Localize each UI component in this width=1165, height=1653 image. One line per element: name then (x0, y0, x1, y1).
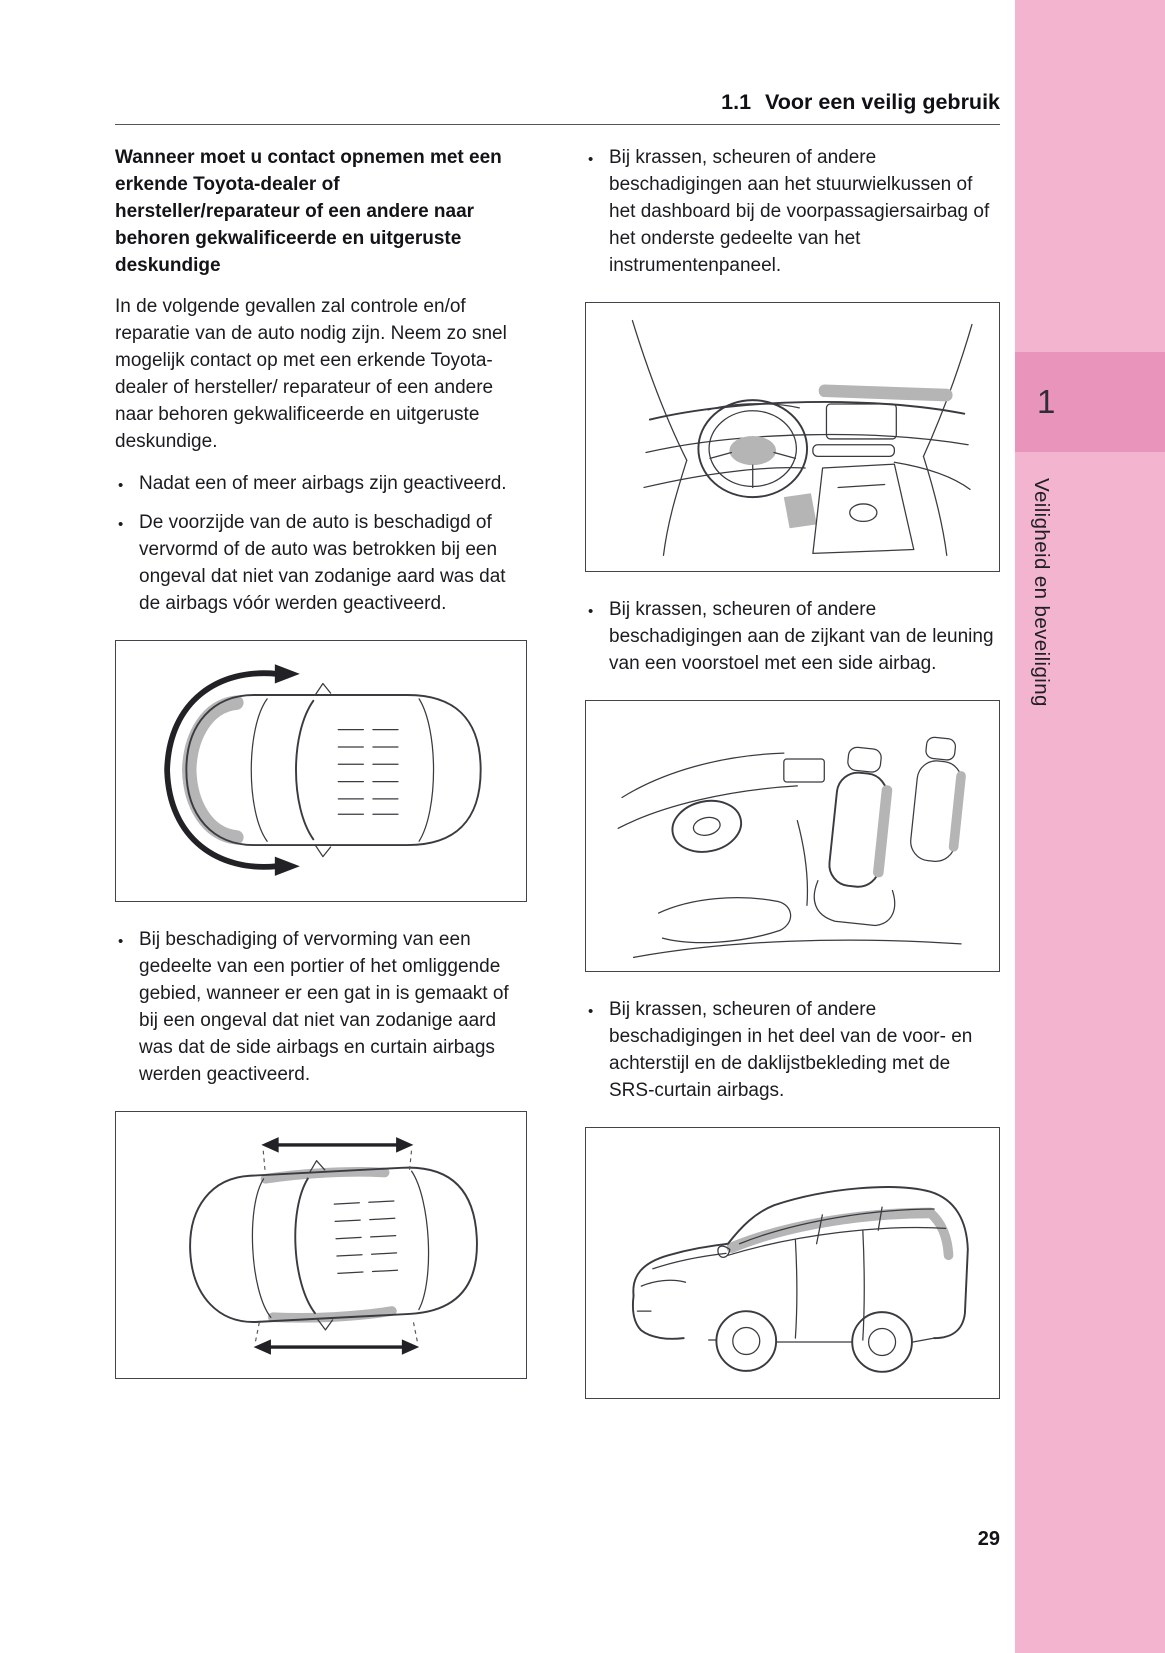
bullet-item: Bij krassen, scheuren of andere beschadi… (585, 144, 1000, 279)
chapter-number: 1 (1037, 383, 1056, 420)
section-number: 1.1 (721, 90, 752, 114)
subsection-heading: Wanneer moet u contact opnemen met een e… (115, 147, 502, 276)
chapter-title: Veiligheid en beveiliging (1030, 478, 1053, 707)
bullet-text: Bij krassen, scheuren of andere beschadi… (609, 599, 994, 674)
section-header: 1.1 Voor een veilig gebruik (115, 90, 1000, 115)
chapter-sidebar: 1 Veiligheid en beveiliging (1015, 0, 1165, 1653)
bullet-item: Bij krassen, scheuren of andere beschadi… (585, 596, 1000, 677)
bullet-text: Bij krassen, scheuren of andere beschadi… (609, 147, 990, 276)
roof-detail-lines (337, 729, 399, 815)
intro-paragraph: In de volgende gevallen zal controle en/… (115, 296, 507, 452)
bullet-item: De voorzijde van de auto is beschadigd o… (115, 509, 527, 617)
right-column: Bij krassen, scheuren of andere beschadi… (585, 144, 1000, 1423)
car-top-view-front-drawing (164, 664, 482, 876)
figure-dashboard-airbags (585, 302, 1000, 572)
lower-panel-highlight (783, 493, 817, 529)
bullet-text: De voorzijde van de auto is beschadigd o… (139, 512, 506, 614)
steering-airbag-highlight (729, 436, 777, 466)
center-display (825, 403, 897, 440)
figure-front-airbag-topview (115, 640, 527, 902)
chapter-number-tab: 1 (1015, 352, 1165, 452)
center-display (783, 758, 825, 783)
rear-wheel (851, 1311, 913, 1373)
bullet-text: Bij beschadiging of vervorming van een g… (139, 929, 509, 1085)
side-airbag-highlight (948, 771, 966, 852)
front-seat (813, 746, 896, 927)
bullet-marker (585, 996, 609, 1104)
suv-side-view-drawing (631, 1186, 969, 1373)
steering-wheel (697, 399, 809, 499)
door-zone-arrow-bottom (253, 1321, 420, 1355)
bullet-item: Nadat een of meer airbags zijn geactivee… (115, 470, 527, 498)
figure-curtain-airbag-suv (585, 1127, 1000, 1399)
bullet-marker (115, 470, 139, 498)
bullet-item: Bij beschadiging of vervorming van een g… (115, 926, 527, 1088)
curtain-airbag-highlight (726, 1207, 936, 1253)
bullet-marker (115, 509, 139, 617)
rear-seat (910, 736, 966, 862)
side-airbag-highlight (873, 785, 893, 878)
figure-seat-side-airbag (585, 700, 1000, 972)
header-divider (115, 124, 1000, 125)
bullet-marker (585, 596, 609, 677)
section-title: Voor een veilig gebruik (765, 90, 1000, 114)
door-zone-arrow-top (261, 1137, 414, 1172)
passenger-airbag-highlight (818, 384, 953, 402)
bullet-text: Bij krassen, scheuren of andere beschadi… (609, 999, 973, 1101)
left-column: Wanneer moet u contact opnemen met een e… (115, 144, 527, 1403)
front-wheel (715, 1310, 778, 1372)
car-top-view-side-drawing (189, 1137, 478, 1355)
bullet-marker (115, 926, 139, 1088)
dashboard-drawing (631, 319, 973, 556)
front-airbag-highlight (182, 695, 244, 845)
page-number: 29 (977, 1528, 1000, 1550)
steering-wheel (671, 799, 743, 853)
figure-side-airbag-topview (115, 1111, 527, 1379)
side-airbag-highlight (267, 1306, 397, 1323)
bullet-marker (585, 144, 609, 279)
bullet-item: Bij krassen, scheuren of andere beschadi… (585, 996, 1000, 1104)
front-impact-arrow (164, 664, 300, 876)
side-airbag-highlight (260, 1167, 390, 1184)
interior-seats-drawing (617, 736, 966, 958)
curtain-airbag-highlight (925, 1208, 954, 1261)
bullet-text: Nadat een of meer airbags zijn geactivee… (139, 473, 507, 494)
